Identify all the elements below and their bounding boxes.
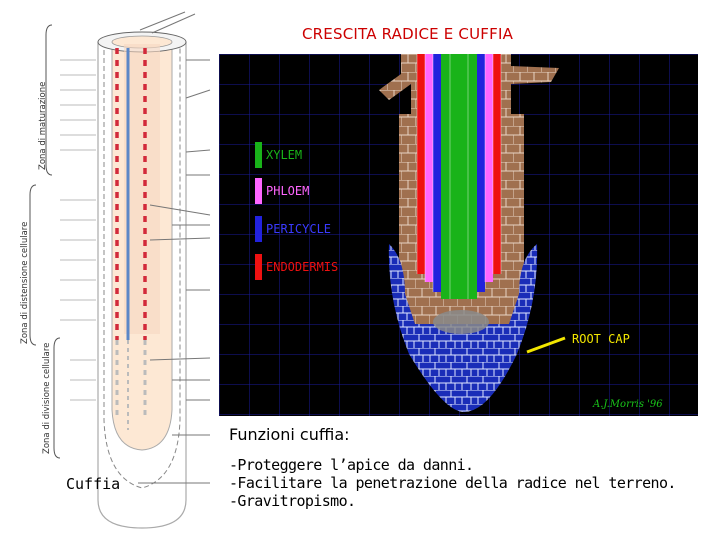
root-tip-micrograph: XYLEM PHLOEM PERICYCLE ENDODERMIS ROOT C… bbox=[219, 54, 698, 416]
legend-label: ENDODERMIS bbox=[266, 260, 339, 274]
zone-maturation-label: Zona di maturazione bbox=[38, 81, 48, 170]
signature: A.J.Morris '96 bbox=[593, 399, 663, 410]
root-cap-arrow bbox=[526, 336, 566, 354]
vascular-strands bbox=[416, 54, 502, 299]
legend-label: PHLOEM bbox=[266, 184, 310, 198]
zone-division-label: Zona di divisione cellulare bbox=[42, 342, 52, 454]
legend-swatch bbox=[255, 254, 262, 280]
legend-label: PERICYCLE bbox=[266, 222, 332, 236]
page-title: CRESCITA RADICE E CUFFIA bbox=[302, 25, 514, 43]
function-item: -Facilitare la penetrazione della radice… bbox=[229, 474, 676, 492]
root-schematic bbox=[29, 11, 211, 529]
zone-elongation-label: Zona di distensione cellulare bbox=[20, 221, 30, 344]
cuffia-label: Cuffia bbox=[66, 475, 121, 493]
legend-swatch bbox=[255, 216, 262, 242]
root-cap-label: ROOT CAP bbox=[572, 332, 630, 346]
functions-heading: Funzioni cuffia: bbox=[229, 425, 350, 444]
legend-swatch bbox=[255, 142, 262, 168]
function-item: -Gravitropismo. bbox=[229, 492, 356, 510]
legend-label: XYLEM bbox=[266, 148, 303, 162]
tissue-ticks bbox=[60, 59, 96, 401]
function-item: -Proteggere l’apice da danni. bbox=[229, 456, 474, 474]
functions-list: -Proteggere l’apice da danni. -Facilitar… bbox=[229, 456, 676, 510]
zone-brackets bbox=[29, 24, 61, 459]
legend-swatch bbox=[255, 178, 262, 204]
leader-lines bbox=[138, 11, 211, 484]
